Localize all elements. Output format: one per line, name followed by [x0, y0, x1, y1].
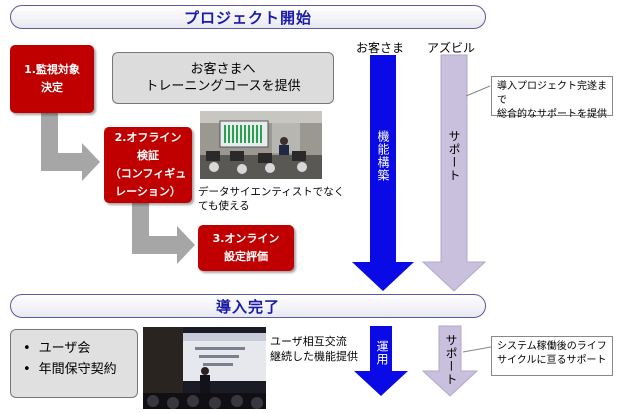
step-3-box: 3.オンライン 設定評価: [198, 225, 294, 271]
bullet-user-group: ユーザ会: [23, 338, 137, 359]
user-exchange-text: ユーザ相互交流 継続した機能提供: [270, 335, 358, 363]
user-conference-photo-icon: [143, 327, 266, 409]
photo-caption: データサイエンティストでなく ても使える: [198, 186, 345, 212]
project-start-label: プロジェクト開始: [183, 8, 312, 27]
user-conference-photo: [143, 327, 266, 409]
post-deployment-services: ユーザ会 年間保守契約: [10, 329, 138, 398]
down-arrow-icon: [354, 326, 408, 396]
lifecycle-support-callout: システム稼働後のライフ サイクルに亘るサポート: [491, 336, 613, 376]
project-start-banner: プロジェクト開始: [10, 5, 486, 29]
step-1-box: 1.監視対象 決定: [10, 45, 94, 113]
deployment-complete-label: 導入完了: [215, 297, 280, 316]
training-room-photo: [200, 111, 322, 179]
step-2-box: 2.オフライン 検証 （コンフィギュ レーション）: [104, 127, 192, 203]
customer-build-label: 機能構築: [376, 130, 390, 182]
down-arrow-icon: [352, 55, 414, 291]
customer-operation-label: 運用: [375, 340, 389, 366]
flow-arrow-icon: [41, 113, 100, 181]
training-course-box: お客さまへ トレーニングコースを提供: [112, 52, 334, 104]
azbil-support-label: サポート: [447, 130, 461, 182]
down-arrow-icon: [421, 54, 487, 292]
azbil-lifecycle-support-label: サポート: [444, 334, 458, 386]
deployment-complete-banner: 導入完了: [10, 294, 486, 318]
customer-column-label: お客さま: [356, 41, 405, 55]
project-support-callout: 導入プロジェクト完遂まで 総合的なサポートを提供: [491, 76, 613, 120]
training-room-photo-icon: [200, 111, 322, 179]
azbil-column-label: アズビル: [427, 41, 476, 55]
down-arrow-icon: [421, 325, 479, 397]
bullet-maintenance-contract: 年間保守契約: [23, 359, 137, 380]
flow-arrow-icon: [132, 203, 195, 264]
